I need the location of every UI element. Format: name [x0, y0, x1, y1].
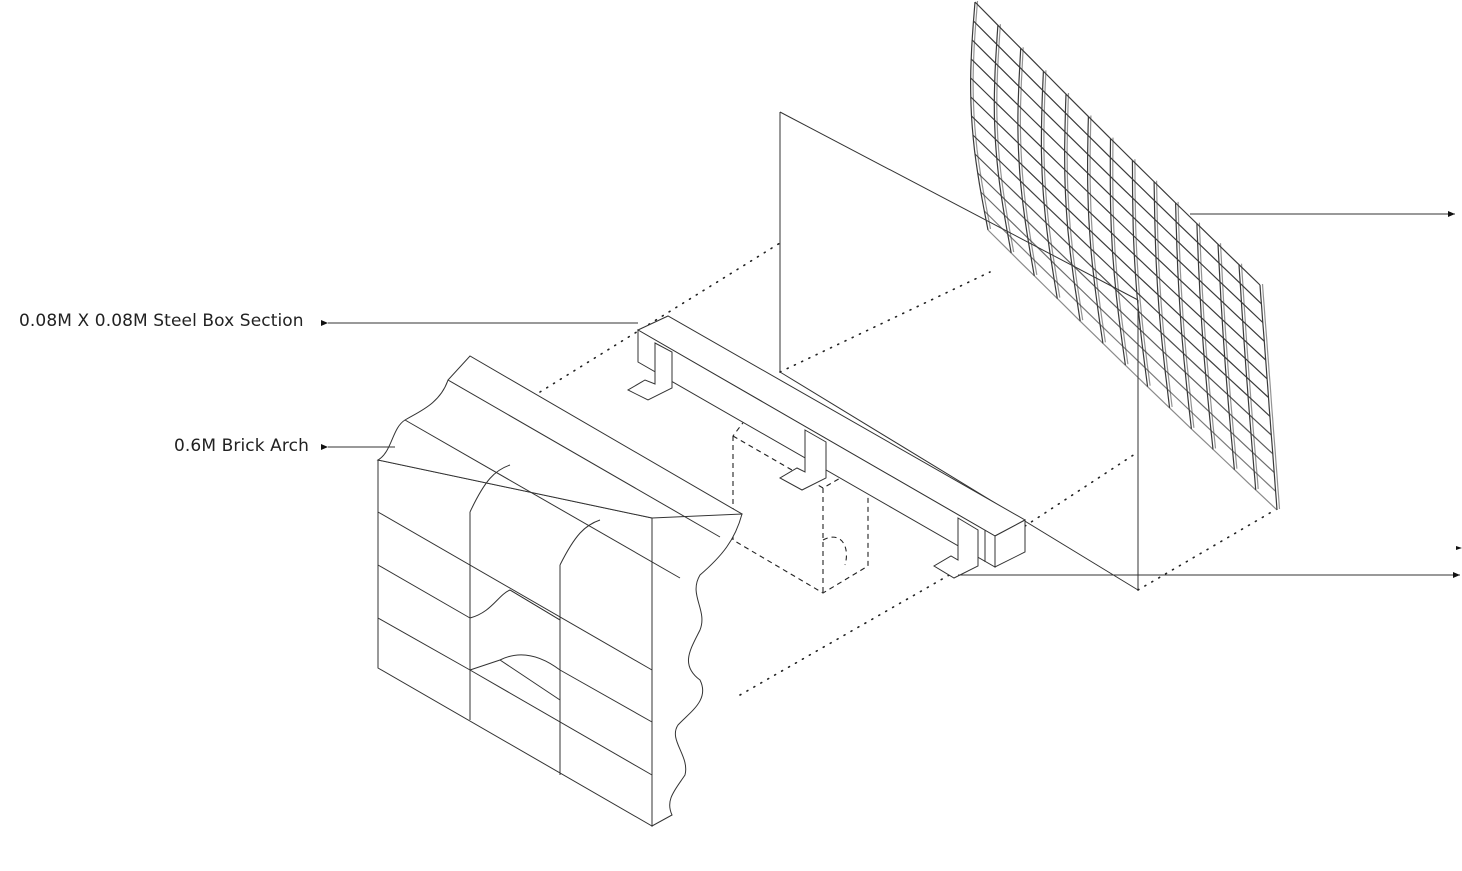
mesh-bar — [977, 172, 1274, 455]
mesh-bar — [1156, 180, 1173, 407]
mesh-bar — [1198, 222, 1217, 449]
mesh-bar — [974, 1, 1261, 286]
glass-plane — [779, 111, 1139, 591]
mesh-bar — [971, 39, 1264, 323]
mesh-bar — [1217, 244, 1235, 470]
mesh-bar — [1066, 92, 1084, 321]
mesh-bar — [1219, 243, 1238, 469]
leader-lines — [321, 211, 1462, 578]
mesh-bar — [1240, 263, 1259, 489]
mesh-bar — [980, 191, 1275, 473]
brick-arch-label: 0.6M Brick Arch — [174, 436, 309, 456]
mesh-bar — [1153, 181, 1171, 408]
mesh-bar — [972, 134, 1271, 417]
steel-box-section — [626, 315, 1027, 579]
mesh-bar — [1134, 159, 1151, 386]
mesh-bar — [1043, 70, 1061, 298]
mesh-bar — [972, 0, 992, 230]
mesh-bar — [970, 96, 1268, 380]
mesh-bar — [1177, 201, 1195, 428]
mesh-bar — [971, 115, 1269, 398]
projection-lines — [539, 242, 1276, 696]
mesh-bar — [996, 24, 1015, 253]
mesh-bar — [1089, 115, 1106, 343]
mesh-bar — [1019, 47, 1038, 276]
mesh-bar — [983, 210, 1277, 492]
mesh-bar — [970, 77, 1267, 361]
mesh-bar — [974, 153, 1272, 436]
steel-mesh-grid — [969, 0, 1281, 511]
mesh-bar — [987, 229, 1278, 511]
brick-arch — [376, 355, 743, 827]
mesh-bar — [973, 20, 1262, 305]
steel-box-section-label: 0.08M X 0.08M Steel Box Section — [19, 311, 304, 331]
mesh-bar — [1112, 137, 1129, 365]
mesh-bar — [1261, 283, 1281, 510]
mesh-bar — [970, 58, 1265, 342]
